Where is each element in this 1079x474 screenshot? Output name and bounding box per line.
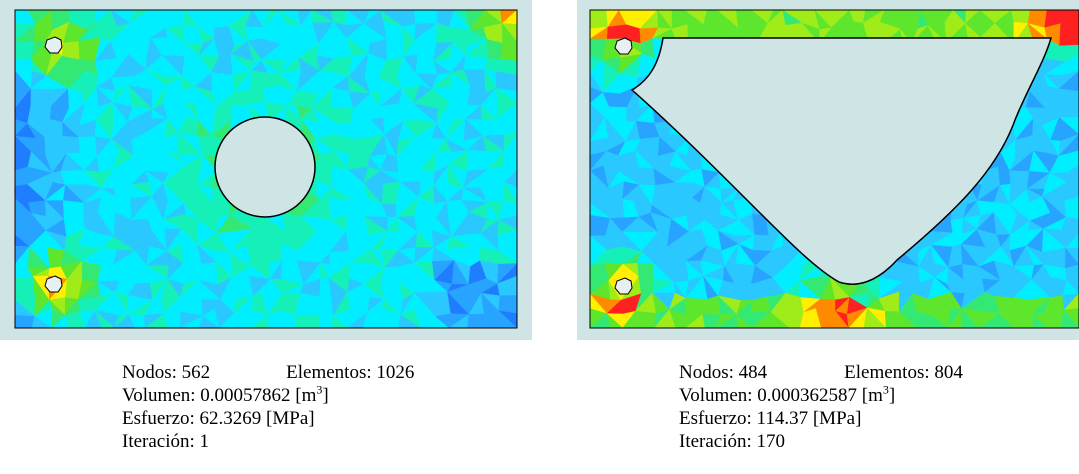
center-hole — [214, 116, 316, 218]
volume-close: ] — [322, 385, 329, 406]
plate-outline — [14, 9, 518, 329]
mesh-counts-row: Nodos: 484 Elementos: 804 — [679, 361, 963, 384]
volume-exponent: 3 — [316, 382, 323, 397]
elements-count: Elementos: 1026 — [286, 362, 415, 383]
caption-initial: Nodos: 562 Elementos: 1026 Volumen: 0.000… — [122, 361, 414, 453]
nodes-count: Nodos: 484 — [679, 362, 768, 383]
optimized-cavity — [630, 37, 1052, 285]
plate-outline — [589, 9, 1079, 329]
stress-plot-optimized — [577, 0, 1079, 340]
stress-plot-initial — [0, 0, 532, 340]
elements-count: Elementos: 804 — [844, 362, 963, 383]
mesh-counts-row: Nodos: 562 Elementos: 1026 — [122, 361, 414, 384]
bolt-hole-top — [44, 36, 63, 54]
volume-row: Volumen: 0.000362587 [m3] — [679, 384, 963, 407]
panel-optimized-mesh — [577, 0, 1079, 340]
iteration-value: Iteración: 1 — [122, 431, 210, 452]
stress-value: Esfuerzo: 114.37 [MPa] — [679, 408, 862, 429]
volume-close: ] — [888, 385, 896, 406]
volume-value: Volumen: 0.00057862 [m — [122, 385, 317, 406]
nodes-count: Nodos: 562 — [122, 362, 211, 383]
bolt-hole-top — [614, 37, 633, 55]
iteration-value: Iteración: 170 — [679, 431, 786, 452]
volume-exponent: 3 — [882, 382, 889, 397]
volume-row: Volumen: 0.00057862 [m3] — [122, 384, 414, 407]
bolt-hole-bottom — [614, 277, 633, 295]
caption-optimized: Nodos: 484 Elementos: 804 Volumen: 0.0003… — [679, 361, 963, 453]
panel-initial-mesh — [0, 0, 532, 340]
stress-value: Esfuerzo: 62.3269 [MPa] — [122, 408, 315, 429]
volume-value: Volumen: 0.000362587 [m — [679, 385, 883, 406]
bolt-hole-bottom — [44, 275, 63, 293]
